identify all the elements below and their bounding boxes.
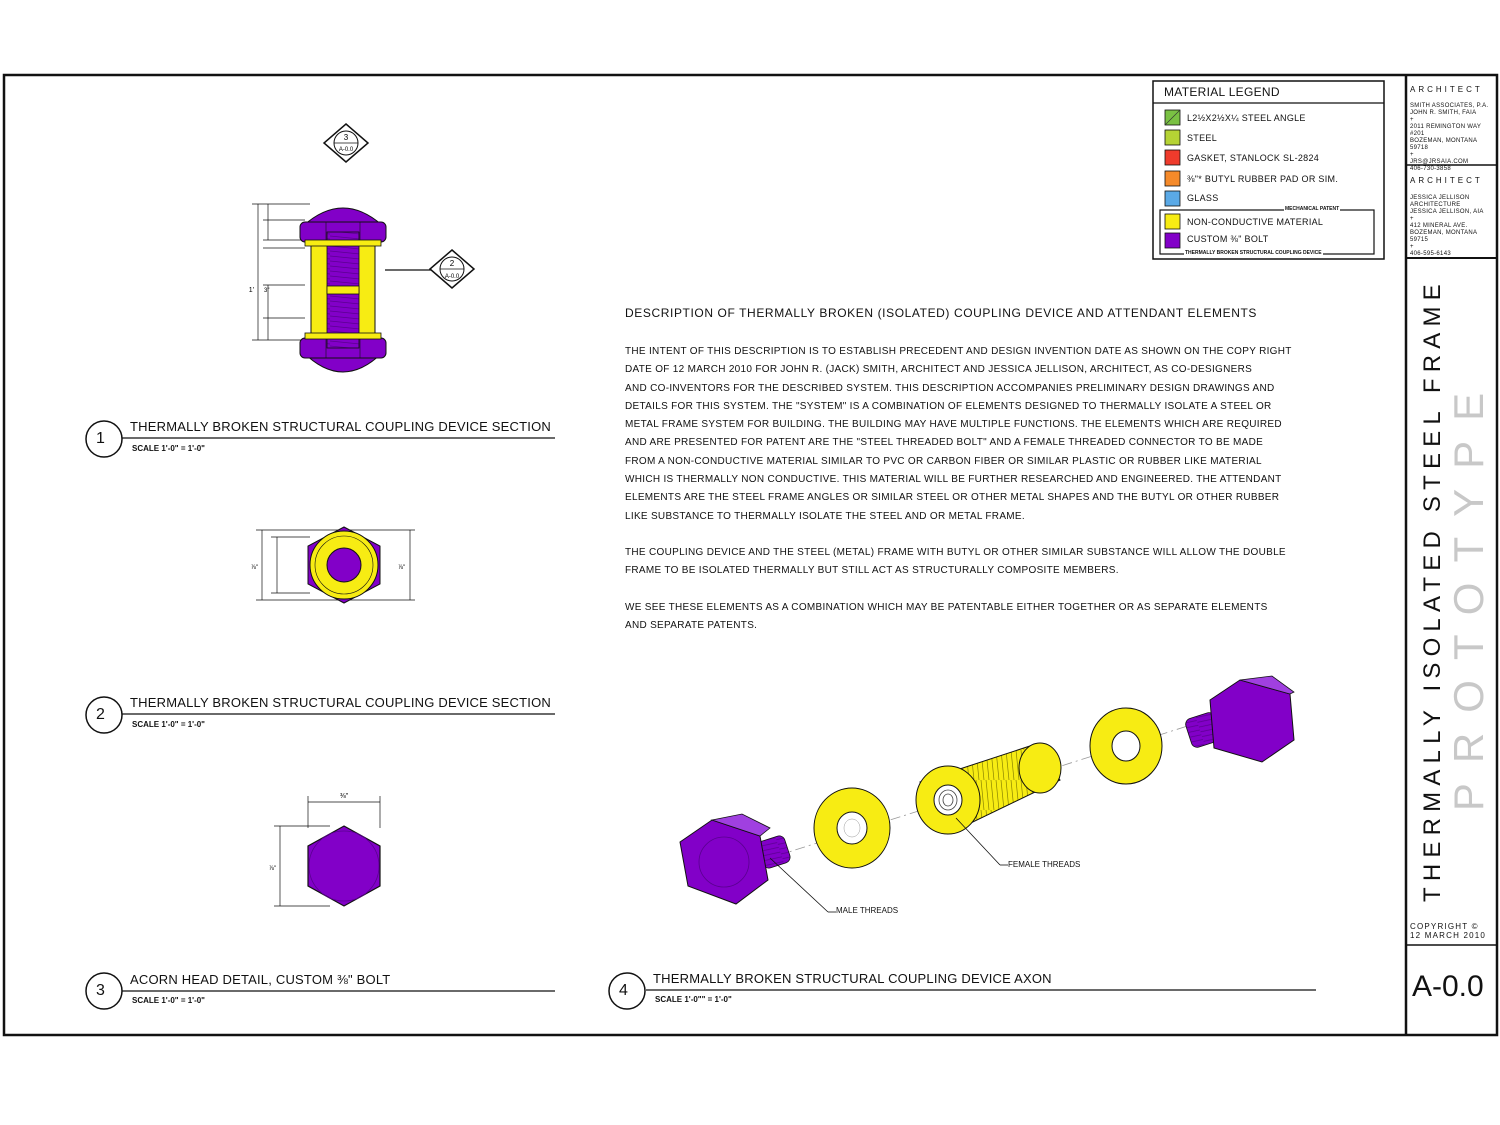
detail-1-bubble (85, 420, 123, 458)
legend-item-6: CUSTOM ⅜" BOLT (1187, 234, 1269, 244)
legend-swatch-6 (1164, 232, 1181, 249)
legend-item-1: STEEL (1187, 133, 1218, 143)
section-marker-3: 3 A-0.0 (322, 123, 370, 163)
detail-3-number: 3 (96, 982, 106, 999)
dim-2-left: ⅞" (251, 565, 258, 571)
section-marker-3-top: 3 (344, 133, 349, 142)
legend-item-2: GASKET, STANLOCK SL-2824 (1187, 153, 1320, 163)
legend-box-top-label: MECHANICAL PATENT (1284, 206, 1341, 212)
detail-2-title: THERMALLY BROKEN STRUCTURAL COUPLING DEV… (130, 695, 551, 710)
legend-title: MATERIAL LEGEND (1164, 85, 1280, 99)
detail-4-title: THERMALLY BROKEN STRUCTURAL COUPLING DEV… (653, 971, 1052, 986)
detail-1-section-drawing: 1' 3" (249, 203, 434, 373)
architect-1-info: SMITH ASSOCIATES, P.A. JOHN R. SMITH, FA… (1410, 103, 1489, 172)
detail-3-scale: SCALE 1'-0" = 1'-0" (132, 996, 205, 1005)
architect-1-heading: ARCHITECT (1410, 85, 1483, 94)
axon-left-bolt (679, 813, 791, 905)
legend-item-3: ⅜"* BUTYL RUBBER PAD OR SIM. (1187, 174, 1339, 184)
dim-3-left: ⅞" (269, 866, 276, 872)
dim-2-right: ⅞" (398, 565, 405, 571)
detail-4-number: 4 (619, 982, 629, 999)
legend-swatch-1 (1164, 129, 1181, 146)
detail-3-title: ACORN HEAD DETAIL, CUSTOM ⅜" BOLT (130, 972, 391, 987)
axon-right-bolt (1185, 675, 1295, 763)
section-marker-2-bottom: A-0.0 (445, 274, 460, 280)
legend-swatch-2 (1164, 149, 1181, 166)
axon-washer-left (813, 787, 891, 869)
dim-3-top: ⅜" (340, 793, 349, 800)
dim-1-mid: 3" (264, 288, 269, 294)
detail-2-bubble (85, 696, 123, 734)
architect-2-info: JESSICA JELLISON ARCHITECTURE JESSICA JE… (1410, 195, 1484, 257)
dim-1-total: 1' (249, 287, 254, 294)
detail-4-bubble (608, 972, 646, 1010)
legend-item-0: L2½X2½X¼ STEEL ANGLE (1187, 113, 1306, 123)
description-para-3: WE SEE THESE ELEMENTS AS A COMBINATION W… (625, 601, 1268, 631)
legend-item-5: NON-CONDUCTIVE MATERIAL (1187, 217, 1324, 227)
detail-4-axon-drawing (679, 675, 1295, 913)
legend-swatches (1164, 109, 1181, 249)
legend-frame (1152, 80, 1385, 260)
detail-2-section-drawing: ⅞" ⅞" (251, 526, 415, 604)
project-title: THERMALLY ISOLATED STEEL FRAME (1419, 278, 1446, 902)
detail-3-bubble (85, 972, 123, 1010)
detail-2-number: 2 (96, 706, 106, 723)
detail-1-number: 1 (96, 430, 106, 447)
description-title: DESCRIPTION OF THERMALLY BROKEN (ISOLATE… (625, 306, 1258, 320)
legend-swatch-4 (1164, 190, 1181, 207)
architect-2-heading: ARCHITECT (1410, 176, 1483, 185)
description-body: THE INTENT OF THIS DESCRIPTION IS TO EST… (625, 343, 1355, 653)
axon-coupler (915, 742, 1062, 866)
section-marker-2: 2 A-0.0 (428, 249, 476, 289)
description-para-2: THE COUPLING DEVICE AND THE STEEL (METAL… (625, 546, 1286, 577)
copyright: COPYRIGHT © 12 MARCH 2010 (1410, 922, 1487, 940)
legend-swatch-3 (1164, 170, 1181, 187)
description-para-1: THE INTENT OF THIS DESCRIPTION IS TO EST… (625, 346, 1292, 522)
legend-box-bottom-label: THERMALLY BROKEN STRUCTURAL COUPLING DEV… (1184, 250, 1323, 256)
section-marker-3-bottom: A-0.0 (339, 147, 354, 153)
female-threads-label: FEMALE THREADS (1008, 860, 1081, 869)
section-marker-2-top: 2 (450, 259, 455, 268)
detail-4-scale: SCALE 1'-0"" = 1'-0" (655, 995, 732, 1004)
sheet-border (2, 73, 1499, 1037)
detail-1-title: THERMALLY BROKEN STRUCTURAL COUPLING DEV… (130, 419, 551, 434)
prototype-watermark: PROTOTYPE (1445, 372, 1492, 812)
sheet-number: A-0.0 (1412, 970, 1484, 1003)
axon-washer-right (1089, 707, 1163, 785)
detail-2-scale: SCALE 1'-0" = 1'-0" (132, 720, 205, 729)
detail-3-acorn-head-drawing: ⅜" ⅞" (269, 793, 381, 907)
male-threads-label: MALE THREADS (836, 906, 899, 915)
detail-1-scale: SCALE 1'-0" = 1'-0" (132, 444, 205, 453)
legend-swatch-5 (1164, 213, 1181, 230)
legend-item-4: GLASS (1187, 193, 1219, 203)
